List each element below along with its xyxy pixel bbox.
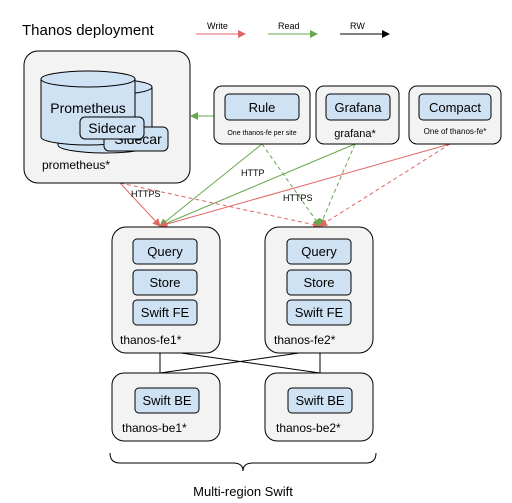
- backend-name-1: thanos-be1*: [122, 421, 187, 435]
- legend-rw-label: RW: [350, 21, 365, 31]
- region-brace: [109, 452, 377, 472]
- sidecar-box-1: [79, 116, 145, 140]
- store-box-2: [286, 269, 352, 296]
- swift-fe-label-2: Swift FE: [295, 305, 344, 320]
- rule-caption: One thanos-fe per site: [227, 130, 296, 137]
- prometheus-site: Prometheus Sidecar Sidecar prometheus*: [23, 50, 191, 184]
- swift-be-label-1: Swift BE: [142, 393, 191, 408]
- read-edge-grafana-fe2: [319, 143, 356, 227]
- rule-label: Rule: [249, 100, 276, 115]
- connectors: [119, 112, 451, 374]
- swift-fe-box-2: [286, 299, 352, 326]
- swift-be-label-2: Swift BE: [295, 393, 344, 408]
- swift-be-box-1: [134, 387, 200, 414]
- frontend-node-1: Query Store Swift FE thanos-fe1*: [111, 226, 221, 354]
- compact-box: [418, 93, 492, 121]
- query-box-1: [132, 238, 198, 265]
- legend-read-label: Read: [278, 21, 300, 31]
- sidecar-label-1: Sidecar: [88, 120, 136, 136]
- grafana-node: Grafana grafana*: [315, 85, 400, 145]
- backend-name-2: thanos-be2*: [276, 421, 341, 435]
- read-edge-grafana-fe1: [159, 143, 356, 227]
- rw-edge-compact-fe1: [159, 143, 451, 228]
- edge-fe2-be1: [159, 349, 321, 374]
- write-edge-prometheus-fe2: [119, 182, 321, 229]
- grafana-box: [325, 93, 391, 121]
- store-label-2: Store: [303, 275, 334, 290]
- legend-write-label: Write: [207, 21, 228, 31]
- frontend-node-2: Query Store Swift FE thanos-fe2*: [264, 226, 374, 354]
- swift-fe-box-1: [132, 299, 198, 326]
- rw-edge-compact-fe2: [319, 143, 451, 227]
- read-edge-rule-fe2: [261, 143, 321, 227]
- legend: Write Read RW: [196, 21, 390, 38]
- store-box-1: [132, 269, 198, 296]
- read-edge-rule-fe1: [159, 143, 263, 227]
- query-label-2: Query: [301, 244, 337, 259]
- grafana-label: Grafana: [335, 100, 383, 115]
- rule-node: Rule One thanos-fe per site: [213, 85, 311, 145]
- compact-label: Compact: [429, 100, 481, 115]
- compact-node: Compact One of thanos-fe*: [408, 85, 502, 145]
- rule-box: [224, 93, 300, 121]
- frontend-name-1: thanos-fe1*: [120, 333, 182, 347]
- store-label-1: Store: [149, 275, 180, 290]
- swift-be-box-2: [287, 387, 353, 414]
- query-label-1: Query: [147, 244, 183, 259]
- compact-caption: One of thanos-fe*: [424, 127, 487, 136]
- edge-label-https-right: HTTPS: [283, 193, 313, 203]
- prometheus-site-name: prometheus*: [42, 158, 110, 172]
- edge-label-https-left: HTTPS: [131, 189, 161, 199]
- backend-node-2: Swift BE thanos-be2*: [264, 372, 374, 442]
- backend-node-1: Swift BE thanos-be1*: [111, 372, 221, 442]
- prometheus-label: Prometheus: [50, 100, 125, 116]
- grafana-caption: grafana*: [334, 128, 376, 140]
- query-box-2: [286, 238, 352, 265]
- footer-label: Multi-region Swift: [193, 484, 293, 499]
- diagram-title: Thanos deployment: [22, 22, 155, 39]
- edge-label-http: HTTP: [241, 168, 265, 178]
- frontend-name-2: thanos-fe2*: [274, 333, 336, 347]
- swift-fe-label-1: Swift FE: [141, 305, 190, 320]
- write-edge-prometheus-fe1: [119, 182, 161, 227]
